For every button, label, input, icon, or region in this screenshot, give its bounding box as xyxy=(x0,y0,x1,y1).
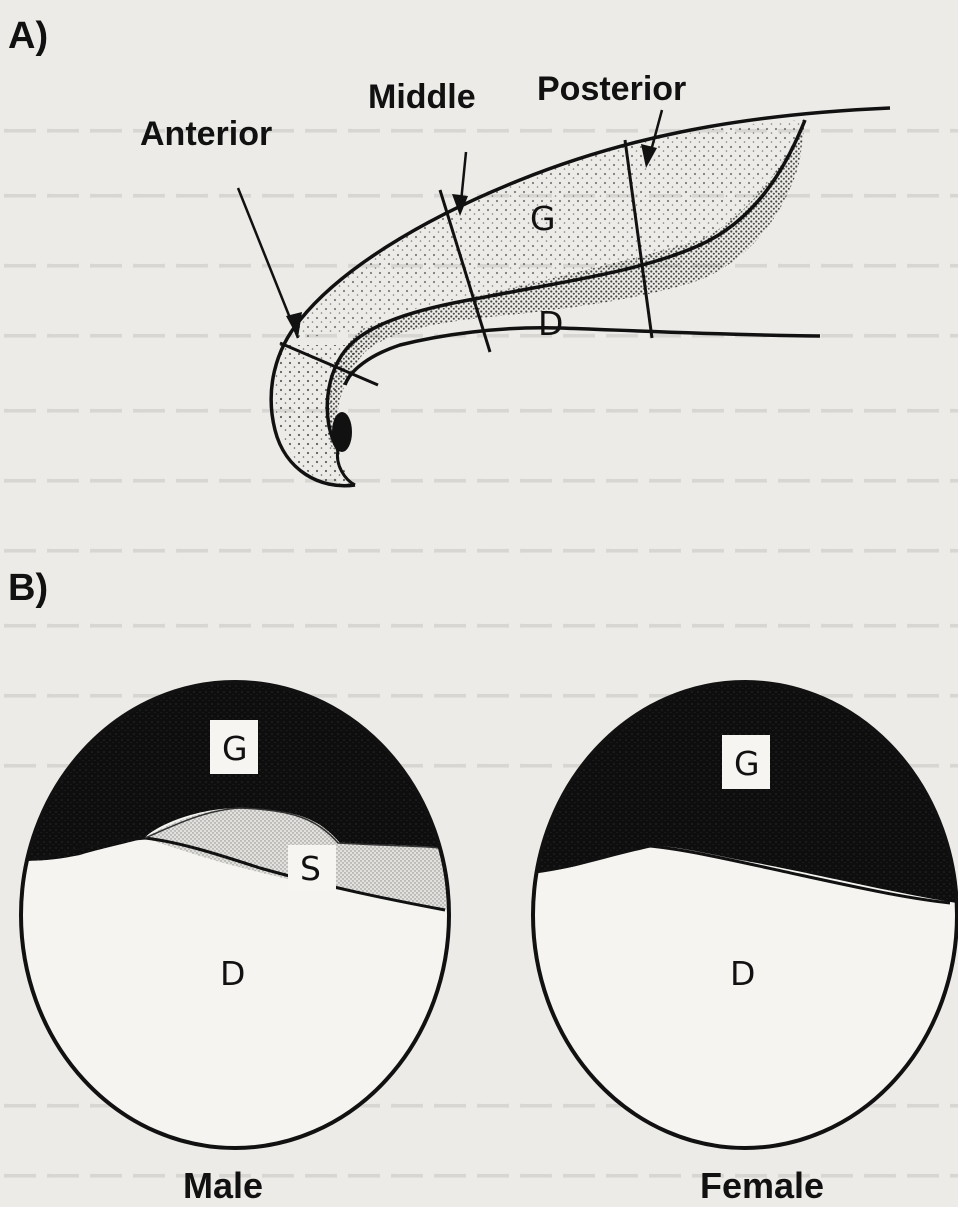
callout-middle: Middle xyxy=(368,78,476,116)
male-label: Male xyxy=(183,1165,263,1206)
callout-posterior: Posterior xyxy=(537,70,686,108)
callout-anterior: Anterior xyxy=(140,115,272,153)
panel-b-label: B) xyxy=(8,567,48,609)
panel-a-label: A) xyxy=(8,15,48,57)
male-region-label-g: G xyxy=(222,729,248,768)
female-region-label-d: D xyxy=(730,954,755,993)
female-label: Female xyxy=(700,1165,824,1206)
male-region-label-d: D xyxy=(220,954,245,993)
female-region-label-g: G xyxy=(734,744,760,783)
male-cross-section: G S D xyxy=(15,675,460,1155)
gland-outline-lower xyxy=(345,328,820,385)
region-label-g-panel-a: G xyxy=(530,199,556,238)
tubular-gland xyxy=(271,108,890,487)
female-cross-section: G D xyxy=(530,675,958,1155)
region-label-d-panel-a: D xyxy=(538,304,563,343)
male-region-label-s: S xyxy=(300,849,321,888)
